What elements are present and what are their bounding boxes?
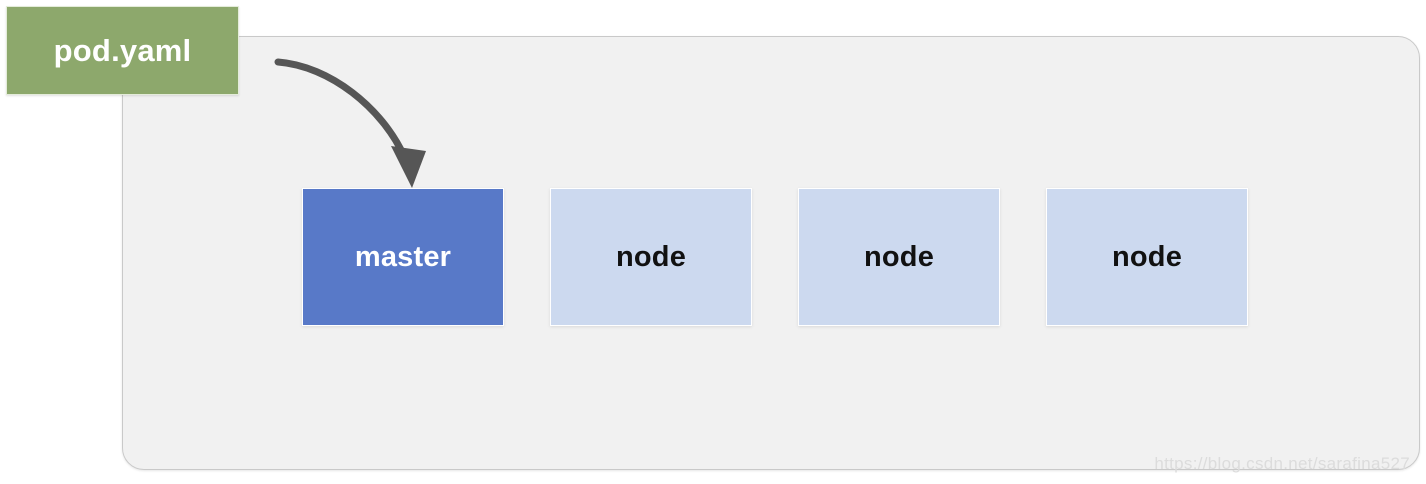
pod-yaml-label: pod.yaml <box>53 32 192 68</box>
cluster-box-node-2[interactable]: node <box>798 188 1000 326</box>
cluster-box-node-3-label: node <box>1111 240 1183 273</box>
cluster-box-master-label: master <box>354 240 452 273</box>
cluster-box-master[interactable]: master <box>302 188 504 326</box>
watermark: https://blog.csdn.net/sarafina527 <box>1154 454 1410 473</box>
cluster-box-node-1-label: node <box>615 240 687 273</box>
cluster-box-node-3[interactable]: node <box>1046 188 1248 326</box>
cluster-node-row: master node node node <box>302 188 1248 326</box>
cluster-box-node-1[interactable]: node <box>550 188 752 326</box>
pod-yaml-box[interactable]: pod.yaml <box>6 6 239 95</box>
cluster-box-node-2-label: node <box>863 240 935 273</box>
